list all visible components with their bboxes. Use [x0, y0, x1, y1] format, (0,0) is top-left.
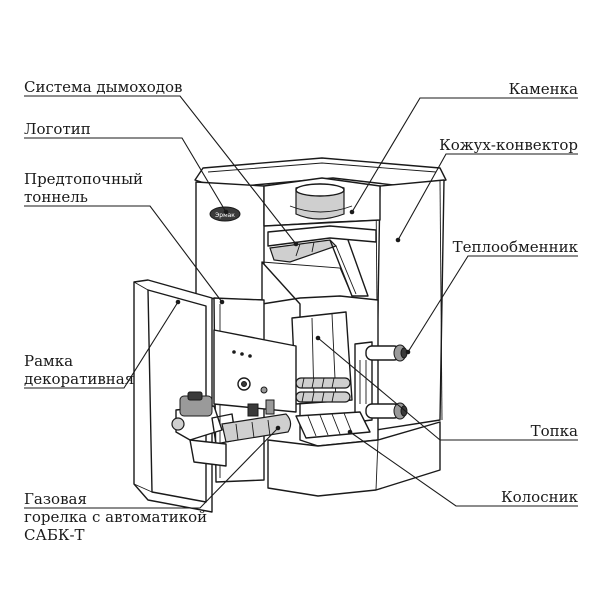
stove-base — [267, 421, 441, 497]
logo-text: Эрмак — [215, 212, 235, 219]
label-fore-tunnel-line2: тоннель — [24, 188, 88, 206]
gas-burner — [171, 391, 292, 467]
label-stones: Каменка — [509, 80, 578, 98]
stones-tray — [267, 225, 377, 247]
label-chimney-system: Система дымоходов — [24, 78, 183, 96]
casing-left-panel — [195, 181, 265, 301]
label-decorative-frame-line1: Рамка — [24, 352, 73, 370]
label-gas-burner-line2: горелка с автоматикой — [24, 508, 207, 526]
label-heat-exchanger: Теплообменник — [453, 238, 579, 256]
firebox-wall — [291, 311, 353, 405]
label-gas-burner-line1: Газовая — [24, 490, 87, 508]
label-gas-burner-line3: САБК-Т — [24, 526, 85, 544]
label-logo: Логотип — [24, 120, 91, 138]
label-grate: Колосник — [501, 488, 579, 506]
label-firebox: Топка — [531, 422, 578, 440]
leader-lines — [24, 95, 578, 509]
heat-exchanger-assembly — [354, 341, 408, 423]
label-casing-convector: Кожух-конвектор — [439, 136, 578, 154]
casing-top-rim — [194, 157, 447, 189]
control-panel — [213, 329, 297, 413]
label-decorative-frame-line2: декоративная — [24, 370, 134, 388]
stove-illustration: Эрмак — [133, 157, 447, 513]
label-fore-tunnel-line1: Предтопочный — [24, 170, 143, 188]
